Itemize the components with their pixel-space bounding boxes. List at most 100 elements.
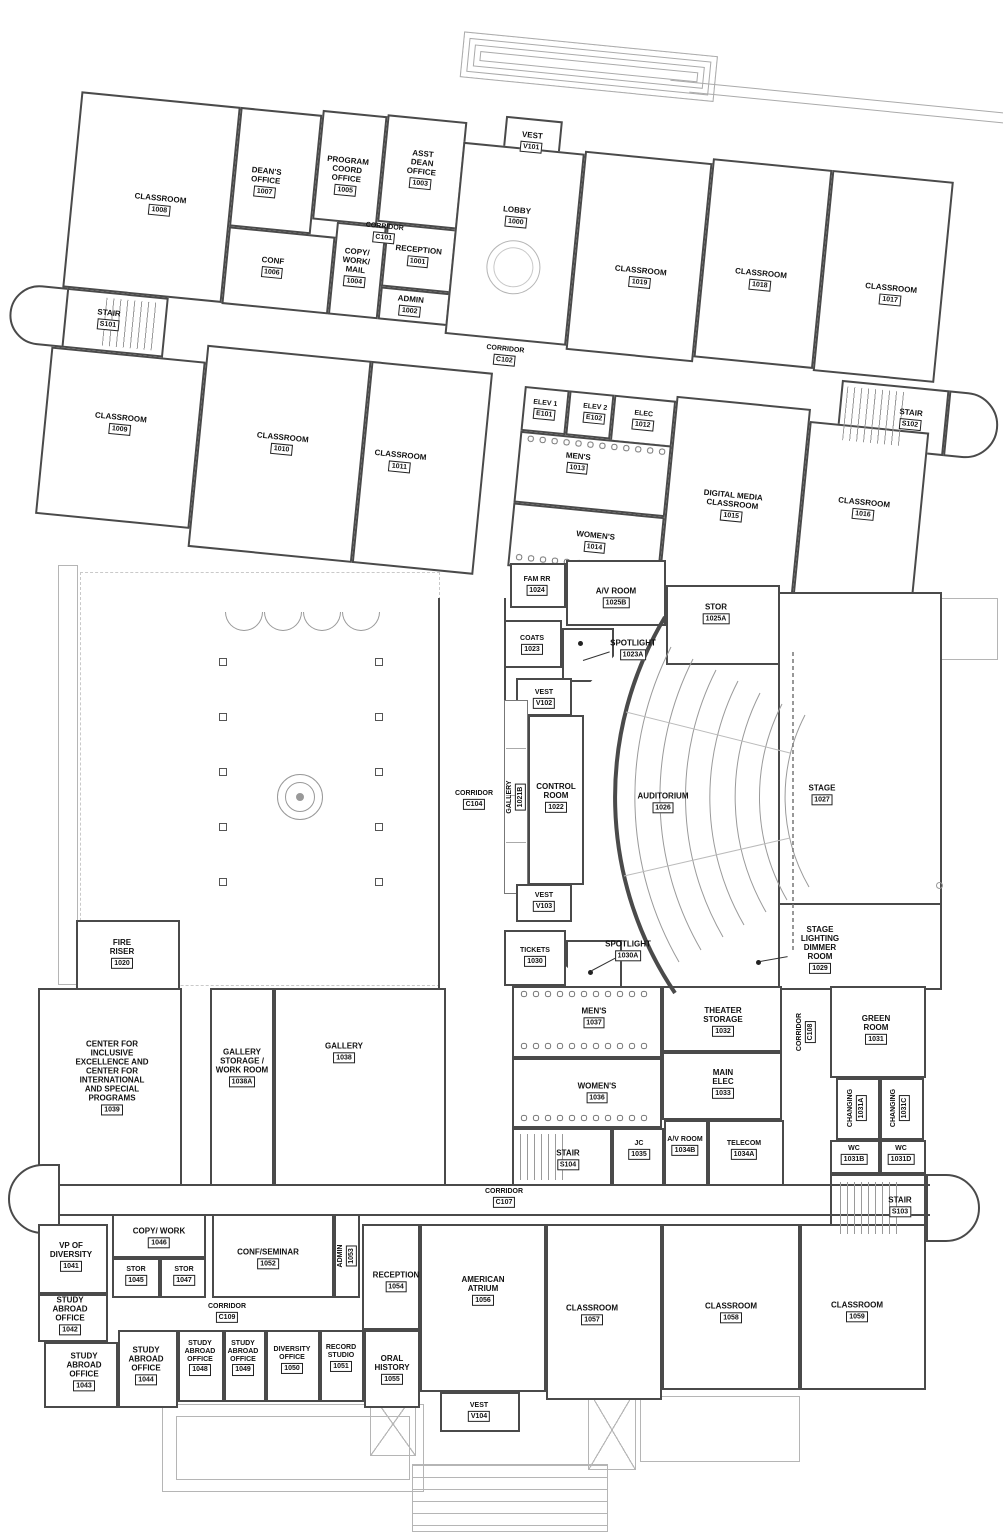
column <box>219 768 227 776</box>
wall-dimmer-room <box>778 903 942 905</box>
room-study-abroad-1048 <box>178 1330 224 1402</box>
room-copy-work-1046 <box>112 1214 206 1258</box>
column <box>375 713 383 721</box>
room-oral-history-1055 <box>364 1330 420 1408</box>
room-reception-1054 <box>362 1224 420 1330</box>
room-main-elec-1033 <box>662 1052 782 1120</box>
column <box>219 658 227 666</box>
gallery-bar <box>506 842 526 843</box>
stair-tower-s103 <box>926 1174 980 1242</box>
column <box>375 878 383 886</box>
entry-steps <box>412 1464 608 1532</box>
fountain <box>277 774 323 820</box>
south-porch-east <box>640 1396 800 1462</box>
spotlight-point <box>588 970 593 975</box>
room-control-1022 <box>528 715 584 885</box>
column <box>219 713 227 721</box>
room-av-1025b <box>566 560 666 626</box>
room-classroom-1019 <box>565 150 713 363</box>
gallery-bar <box>506 748 526 749</box>
fountain-center <box>296 793 304 801</box>
room-classroom-1058 <box>662 1224 800 1390</box>
room-conf-seminar-1052 <box>212 1214 334 1298</box>
auditorium-seating <box>613 615 810 995</box>
stair-treads-s103 <box>840 1182 898 1234</box>
site-marker <box>936 882 943 889</box>
room-center-1039 <box>38 988 182 1186</box>
room-changing-1031a <box>836 1078 880 1140</box>
room-classroom-1018 <box>693 158 833 369</box>
restroom-fixtures <box>520 1042 650 1051</box>
room-fire-riser-1020 <box>76 920 180 990</box>
room-vp-diversity-1041 <box>38 1224 108 1294</box>
wall-corridor-c107-south <box>36 1214 930 1216</box>
stair-treads-s104 <box>520 1134 566 1180</box>
label-center-1039: CENTER FOR INCLUSIVE EXCELLENCE AND CENT… <box>75 1039 149 1116</box>
wall-corridor-c107-north <box>36 1184 930 1186</box>
stair-tower-s102 <box>943 390 1002 462</box>
room-stor-1025a <box>666 585 780 665</box>
column <box>375 823 383 831</box>
roof-line <box>670 79 1003 114</box>
wall-corridor-c104-west <box>438 598 440 988</box>
restroom-fixtures <box>520 1114 650 1123</box>
spotlight-point <box>578 641 583 646</box>
room-classroom-1009 <box>35 346 206 529</box>
column <box>375 768 383 776</box>
room-classroom-1059 <box>800 1224 926 1390</box>
column <box>219 823 227 831</box>
room-stage-1027 <box>778 592 942 990</box>
stair-tower-west <box>8 1164 60 1234</box>
